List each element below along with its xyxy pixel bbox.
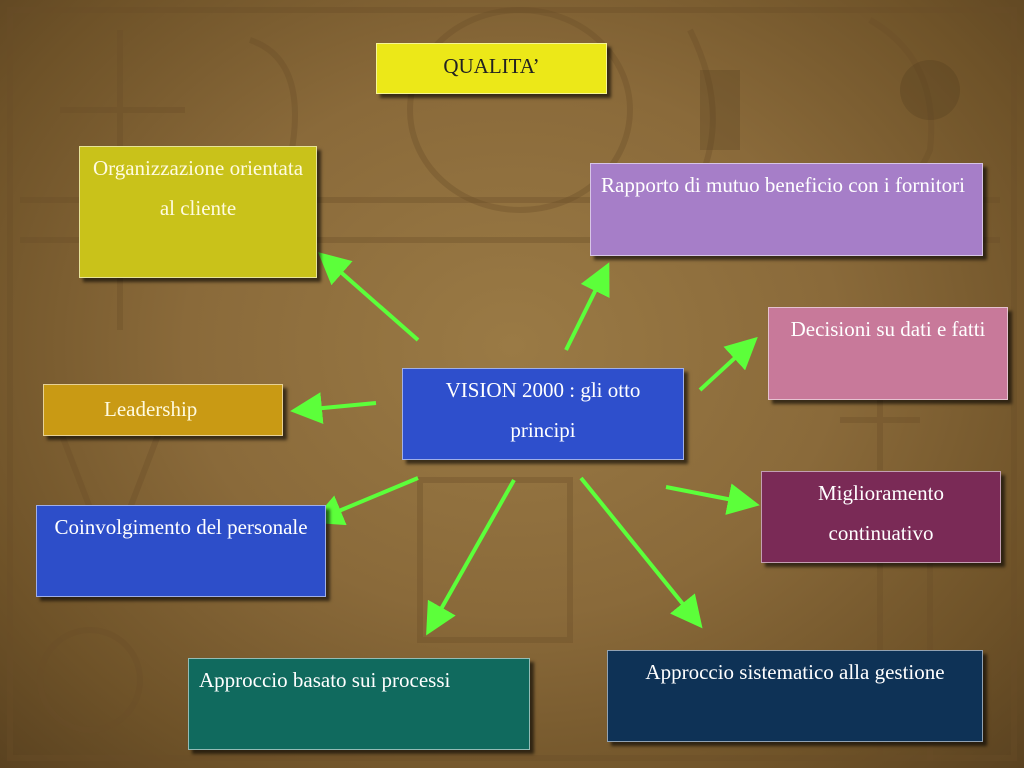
principle-label: Coinvolgimento del personale [54,515,308,539]
principle-coinvolgimento: Coinvolgimento del personale [36,505,326,597]
title-box: QUALITA’ [376,43,607,94]
principle-label: Decisioni su dati e fatti [790,317,986,341]
principle-label: Approccio basato sui processi [199,668,451,692]
center-text: VISION 2000 : gli otto principi [445,378,641,442]
principle-sistematico: Approccio sistematico alla gestione [607,650,983,742]
principle-miglioramento: Miglioramento continuativo [761,471,1001,563]
principle-label: Miglioramento continuativo [818,481,944,545]
title-text: QUALITA’ [443,54,540,78]
principle-label: Organizzazione orientata al cliente [92,156,304,220]
principle-decisioni: Decisioni su dati e fatti [768,307,1008,400]
principle-rapporto: Rapporto di mutuo beneficio con i fornit… [590,163,983,256]
principle-label: Approccio sistematico alla gestione [645,660,945,684]
principle-label: Rapporto di mutuo beneficio con i fornit… [601,173,965,197]
center-box: VISION 2000 : gli otto principi [402,368,684,460]
principle-organizzazione: Organizzazione orientata al cliente [79,146,317,278]
principle-processi: Approccio basato sui processi [188,658,530,750]
principle-label: Leadership [104,397,198,421]
principle-leadership: Leadership [43,384,283,436]
